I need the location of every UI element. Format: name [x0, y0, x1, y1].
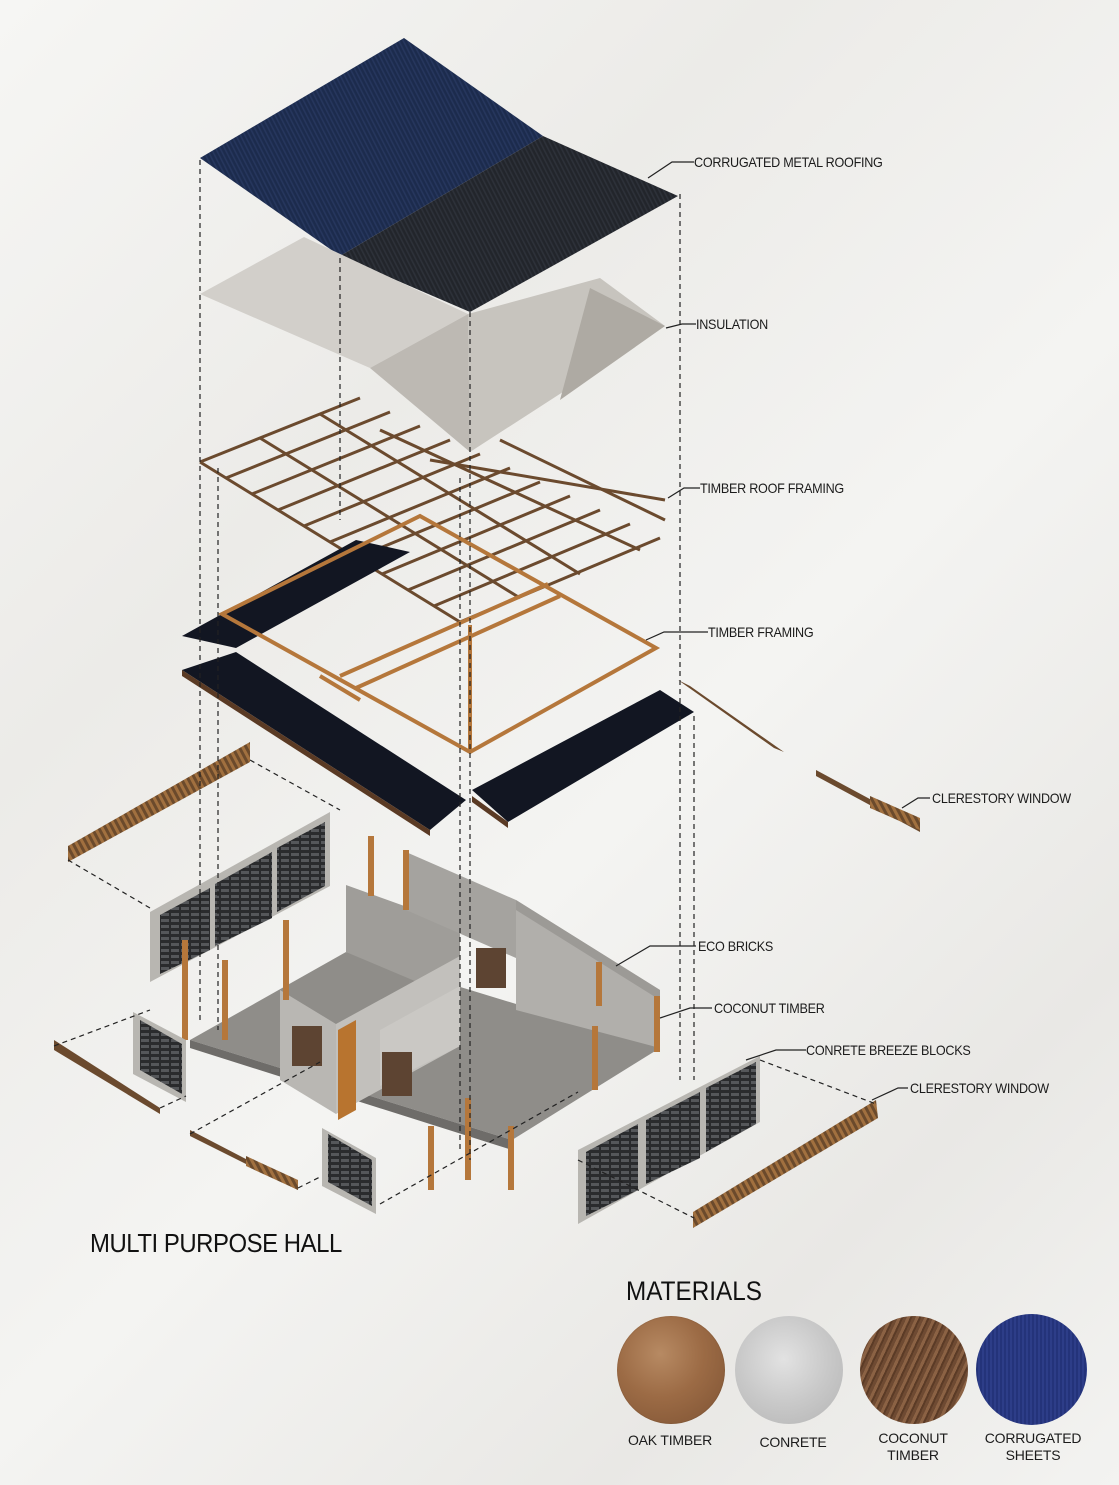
callout-timber-roof-framing: TIMBER ROOF FRAMING [700, 480, 844, 496]
material-label-line: OAK TIMBER [627, 1432, 713, 1448]
materials-heading: MATERIALS [626, 1276, 762, 1306]
callout-clerestory-window-lower: CLERESTORY WINDOW [910, 1080, 1049, 1096]
callout-clerestory-window-upper: CLERESTORY WINDOW [932, 790, 1071, 806]
material-label-line: SHEETS [1005, 1447, 1061, 1463]
breeze-block-wall-right [578, 1056, 760, 1224]
clerestory-window-upper [678, 680, 920, 832]
timber-roof-framing [199, 396, 666, 624]
coconut-timber-swatch [860, 1316, 968, 1424]
diagram-title: MULTI PURPOSE HALL [90, 1228, 342, 1258]
timber-screen-left [68, 742, 250, 862]
insulation-layer [200, 237, 665, 452]
callout-corrugated-roofing: CORRUGATED METAL ROOFING [694, 154, 883, 170]
material-label-line: CONRETE [759, 1434, 827, 1450]
material-label-line: TIMBER [887, 1447, 939, 1463]
material-label-corrugated: CORRUGATED SHEETS [968, 1430, 1098, 1464]
callout-leaders [615, 161, 930, 1101]
callout-insulation: INSULATION [696, 316, 768, 332]
callout-coconut-timber: COCONUT TIMBER [714, 1000, 825, 1016]
material-label-line: COCONUT [878, 1430, 948, 1446]
corrugated-sheets-swatch [976, 1314, 1087, 1425]
clerestory-window-lower [54, 1040, 878, 1228]
corrugated-roof [200, 38, 678, 312]
concrete-swatch [735, 1316, 843, 1424]
callout-timber-framing: TIMBER FRAMING [708, 624, 814, 640]
breeze-block-wall-left-lower [133, 1012, 376, 1214]
callout-eco-bricks: ECO BRICKS [698, 938, 774, 954]
material-label-line: CORRUGATED [984, 1430, 1082, 1446]
breeze-block-wall-left [150, 812, 330, 982]
material-label-concrete: CONRETE [728, 1434, 858, 1451]
projection-lines [53, 160, 877, 1219]
material-label-coconut: COCONUT TIMBER [848, 1430, 978, 1464]
timber-floor-framing [182, 513, 694, 836]
material-label-oak: OAK TIMBER [605, 1432, 735, 1449]
callout-breeze-blocks: CONRETE BREEZE BLOCKS [806, 1042, 971, 1058]
building-base [182, 836, 660, 1190]
oak-timber-swatch [617, 1316, 725, 1424]
